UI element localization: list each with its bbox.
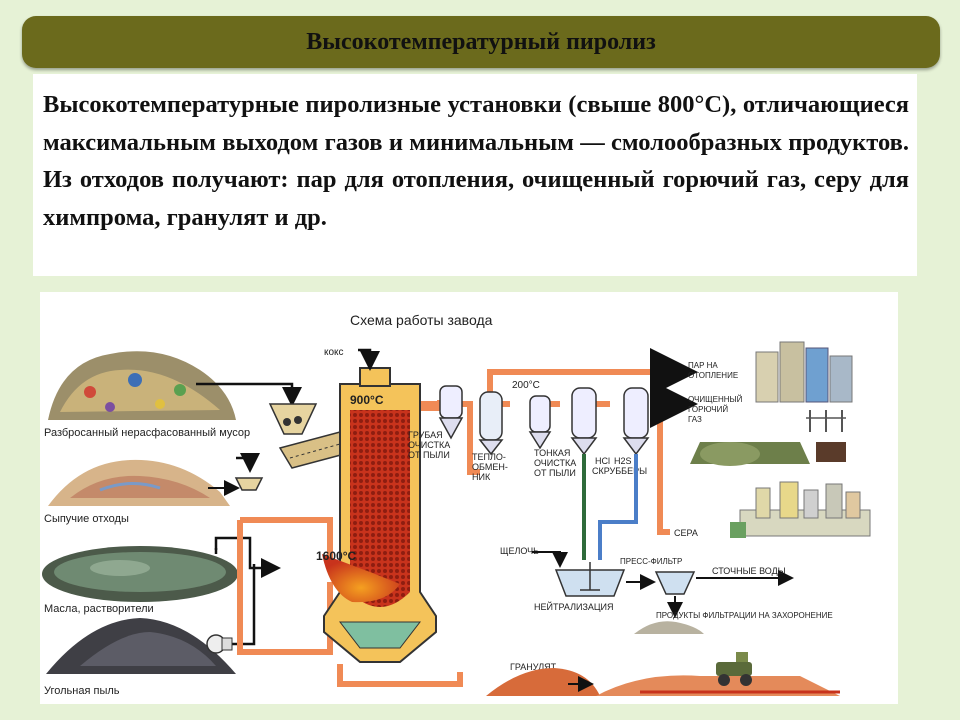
granulate-label: ГРАНУЛЯТ [510,662,557,672]
page-title: Высокотемпературный пиролиз [306,28,656,55]
scrubbers-label: HCl H2S СКРУББЕРЫ [592,456,647,476]
coal-dust-pile [46,618,236,674]
steam-label: ПАР НА ОТОПЛЕНИЕ [688,361,738,380]
neutralization-label: НЕЙТРАЛИЗАЦИЯ [534,601,614,612]
bulk-feed-funnel [234,477,264,491]
coarse-cleaning-label: ГРУБАЯ ОЧИСТКА ОТ ПЫЛИ [408,430,453,460]
pump-icon [206,634,233,654]
scrubber-h2s [622,387,650,456]
scrubber-hcl [570,387,598,456]
heat-exchanger [478,391,504,456]
coke-input [358,348,380,371]
description-text: Высокотемпературные пиролизные установки… [43,91,909,231]
filter-press-label: ПРЕСС-ФИЛЬТР [620,557,682,566]
cyclone-fine [528,395,552,450]
description-box: Высокотемпературные пиролизные установки… [33,74,917,276]
filter-press [654,571,696,595]
roller-vehicle-icon [716,652,752,686]
exchanger-temp-label: 200°С [512,380,540,391]
waste-water-label: СТОЧНЫЕ ВОДЫ [712,566,786,576]
cyclone-coarse [438,385,464,440]
plant-diagram: Схема работы завода Разбросанный нерасфа… [40,292,898,704]
coke-label: кокс [324,347,344,358]
diagram-title: Схема работы завода [350,312,493,328]
feed-hopper [268,403,318,435]
filtration-products-pile [634,621,704,634]
heat-exchanger-label: ТЕПЛО- ОБМЕН- НИК [472,452,510,482]
input-label-bulk-waste: Сыпучие отходы [44,513,129,525]
neutralization-tank [554,562,626,597]
granulate-pile [486,668,600,696]
clean-gas-label: ОЧИЩЕННЫЙ ГОРЮЧИЙ ГАЗ [688,395,745,424]
temp-label-top: 900°С [350,393,384,407]
plant-diagram-svg: Схема работы завода Разбросанный нерасфа… [42,312,871,697]
input-label-mixed-waste: Разбросанный нерасфасованный мусор [44,427,250,439]
alkali-label: ЩЕЛОЧЬ [500,546,539,556]
input-label-oils: Масла, растворители [44,603,154,615]
chemical-plant-icon [730,481,871,538]
fine-cleaning-label: ТОНКАЯ ОЧИСТКА ОТ ПЫЛИ [534,448,579,478]
input-label-coal-dust: Угольная пыль [44,685,120,697]
temp-label-bottom: 1600°С [316,549,356,563]
mixed-waste-pile [48,351,236,420]
bulk-waste-pile [48,459,230,506]
pyrolysis-reactor [322,367,437,663]
residential-buildings-icon [755,341,853,403]
filtration-products-label: ПРОДУКТЫ ФИЛЬТРАЦИИ НА ЗАХОРОНЕНИЕ [656,611,833,620]
oils-pond [42,546,238,602]
title-bar: Высокотемпературный пиролиз [22,16,940,68]
power-plant-icon [690,410,846,466]
sulfur-label: СЕРА [674,528,698,538]
road-surface [596,675,840,696]
